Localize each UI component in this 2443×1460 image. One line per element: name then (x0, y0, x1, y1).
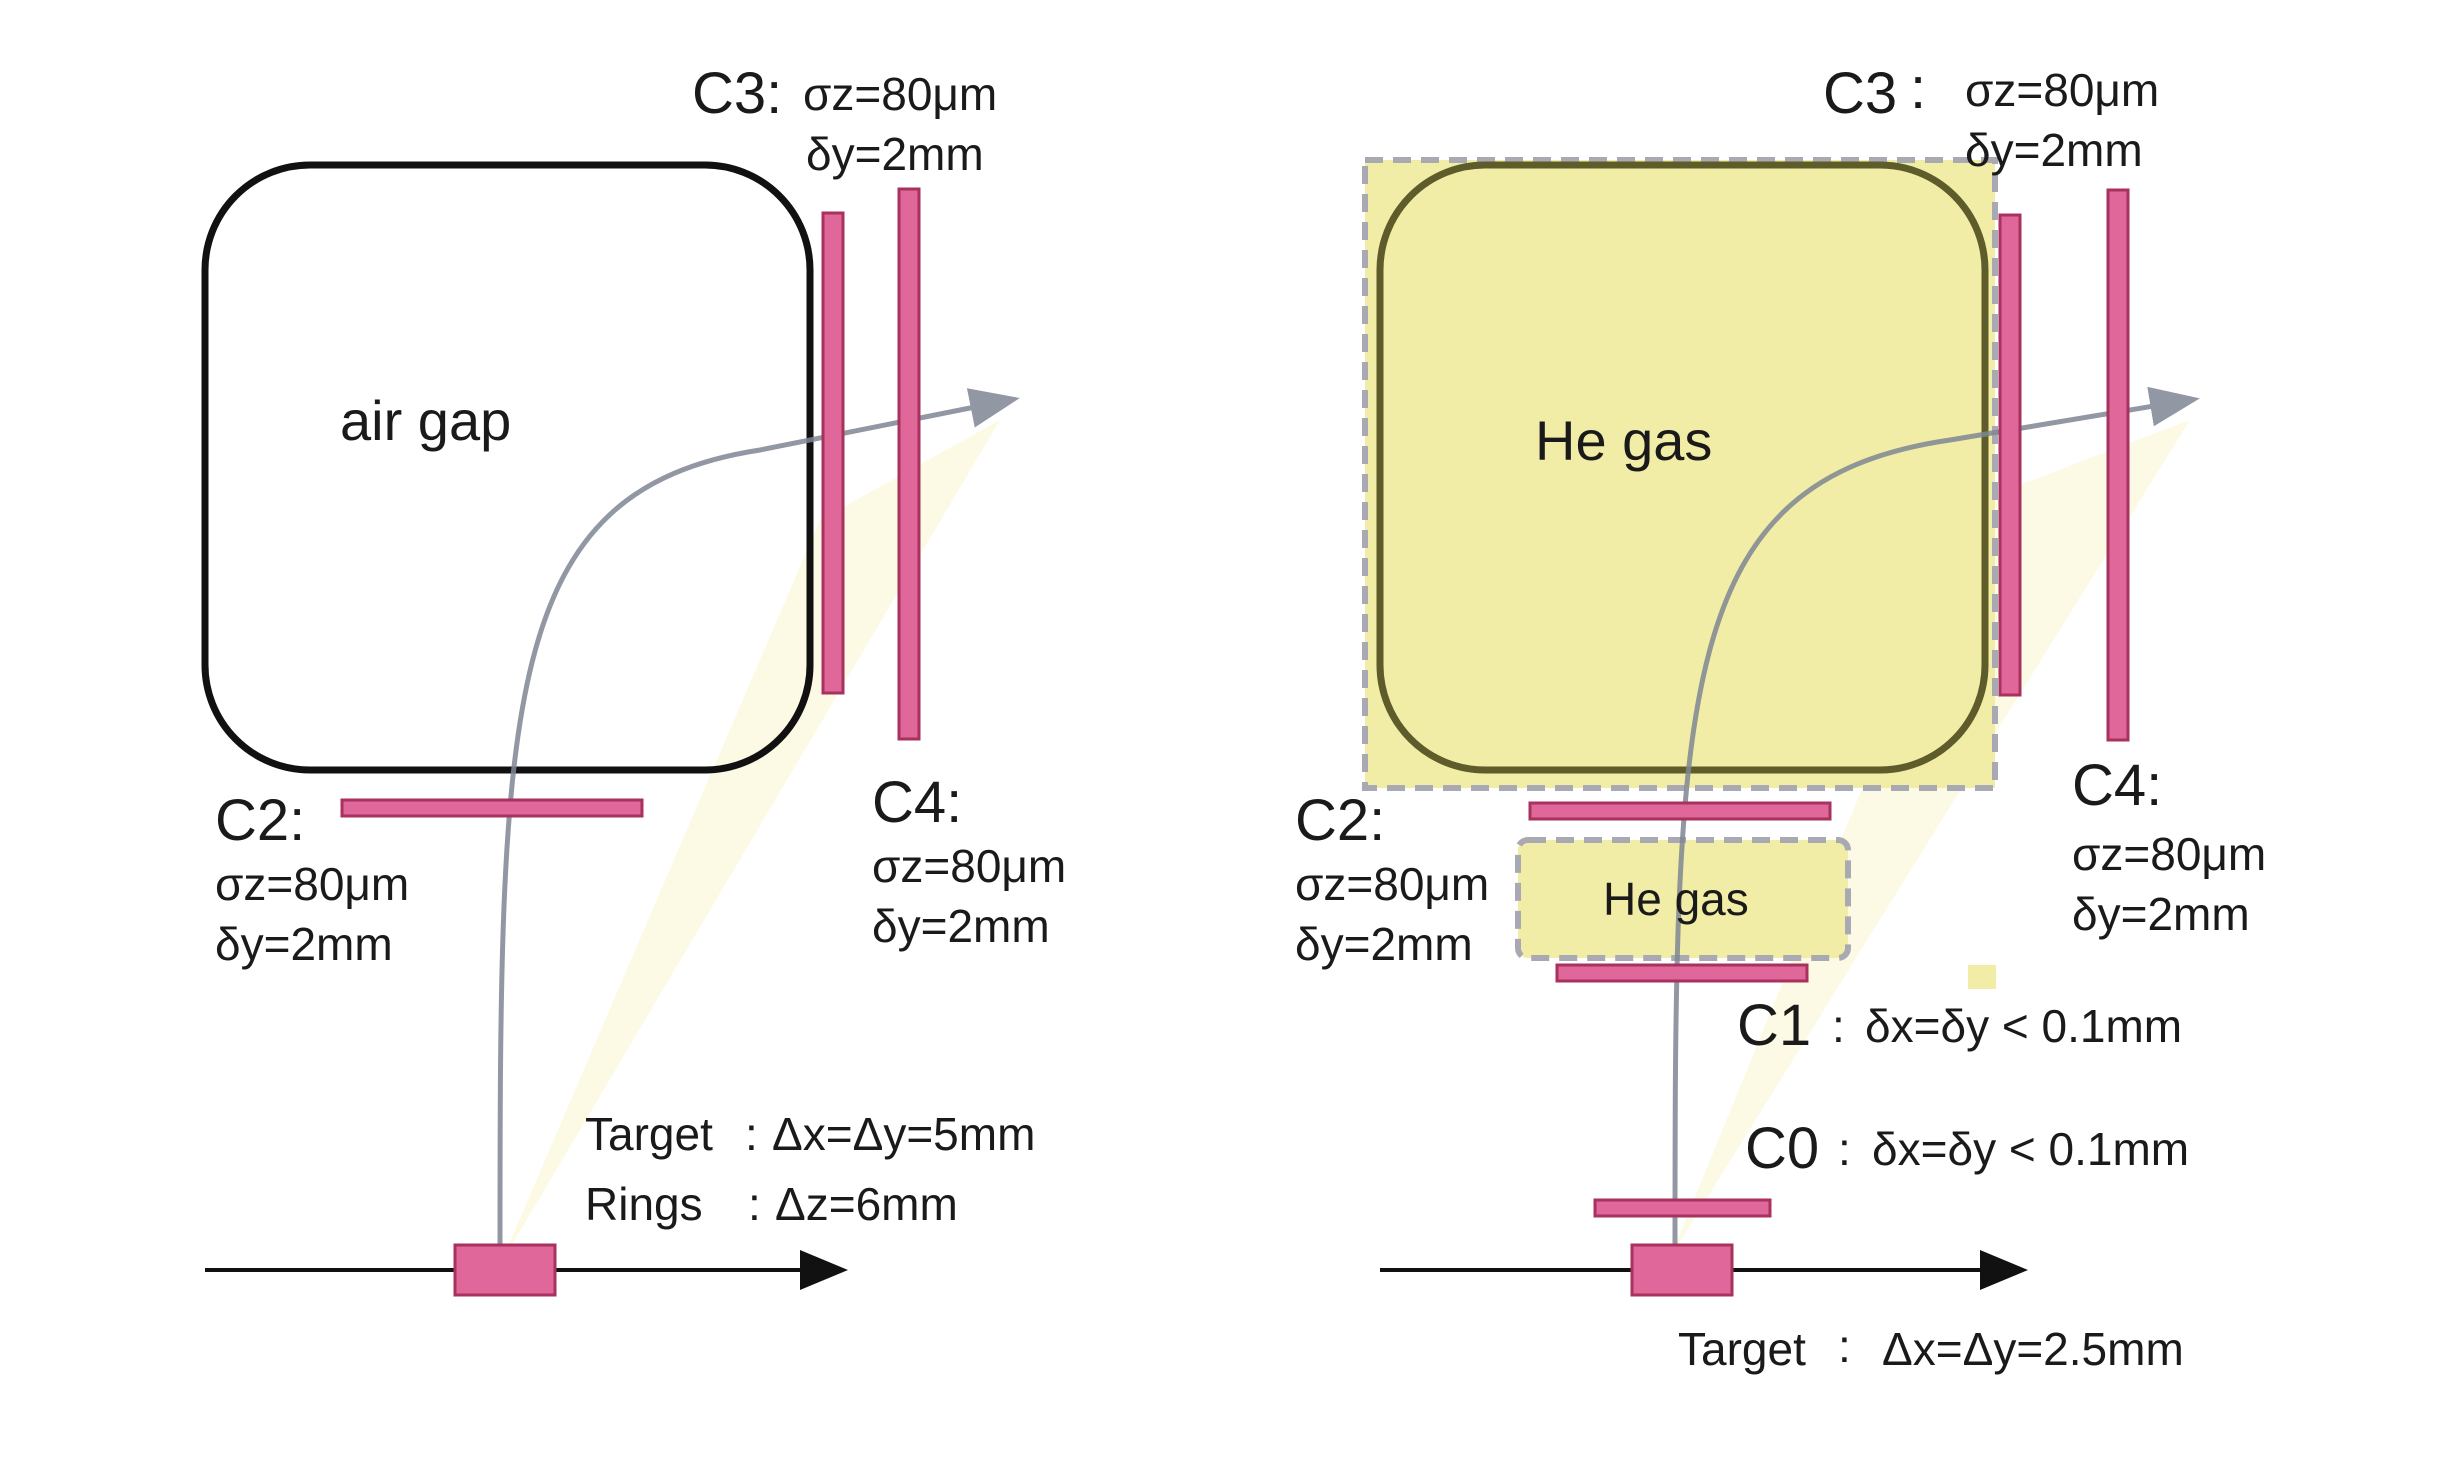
he-gas-legend-swatch (1968, 965, 1996, 989)
left-c4-line2: δy=2mm (872, 900, 1050, 952)
left-rings-value: Δz=6mm (775, 1178, 958, 1230)
right-c3-line2: δy=2mm (1965, 124, 2143, 176)
right-c2-line2: δy=2mm (1295, 918, 1473, 970)
right-c3-name: C3 (1823, 61, 1897, 126)
right-c0-name: C0 (1745, 1116, 1819, 1181)
left-c2-detector (340, 798, 644, 818)
right-region-label: He gas (1535, 409, 1712, 472)
right-c4-line2: δy=2mm (2072, 888, 2250, 940)
right-target-value: Δx=Δy=2.5mm (1882, 1323, 2184, 1375)
left-rings-sep: : (748, 1178, 761, 1230)
right-particle-track (1672, 386, 2200, 1263)
right-track-cone (1670, 420, 2190, 1258)
right-c4-line1: σz=80μm (2072, 828, 2266, 880)
right-c0-detector (1593, 1198, 1772, 1218)
right-c3-detector (1998, 213, 2022, 697)
left-c2-name: C2: (215, 788, 305, 853)
right-panel: He gas He gas C3 : σz=80μm δy=2mm C4: σz… (1295, 56, 2266, 1375)
left-rings-name: Rings (585, 1178, 703, 1230)
right-target (1630, 1243, 1734, 1297)
right-c3-line1: σz=80μm (1965, 64, 2159, 116)
right-c1-detector (1555, 963, 1809, 983)
left-track-cone (500, 420, 1000, 1265)
right-c2-detector (1528, 801, 1832, 821)
left-c4-detector (897, 187, 921, 741)
right-c4-name: C4: (2072, 753, 2162, 818)
left-target-value: Δx=Δy=5mm (772, 1108, 1035, 1160)
left-c2-line2: δy=2mm (215, 918, 393, 970)
left-c2-line1: σz=80μm (215, 858, 409, 910)
right-magnet-frame (1376, 161, 1989, 774)
right-he-gas-region (1362, 157, 1998, 791)
left-target (453, 1243, 557, 1297)
right-c0-value: δx=δy < 0.1mm (1872, 1123, 2189, 1175)
right-c2-name: C2: (1295, 788, 1385, 853)
left-c3-detector (821, 211, 845, 695)
left-c3-name: C3: (692, 61, 782, 126)
right-small-region-label: He gas (1603, 873, 1749, 925)
right-target-sep: : (1838, 1320, 1851, 1372)
right-c0-sep: : (1838, 1123, 1851, 1175)
left-target-name: Target (585, 1108, 713, 1160)
right-target-name: Target (1678, 1323, 1806, 1375)
left-c4-name: C4: (872, 770, 962, 835)
left-c3-line2: δy=2mm (806, 128, 984, 180)
left-magnet-frame (201, 161, 814, 774)
left-panel: air gap C3: σz=80μm δy=2mm C4: σz=80μm δ… (201, 61, 1066, 1297)
right-c3-sep: : (1910, 56, 1926, 121)
right-c1-sep: : (1832, 1000, 1845, 1052)
right-c1-name: C1 (1737, 993, 1811, 1058)
right-c1-value: δx=δy < 0.1mm (1865, 1000, 2182, 1052)
left-target-sep: : (745, 1108, 758, 1160)
right-c2-line1: σz=80μm (1295, 858, 1489, 910)
left-particle-track (497, 388, 1020, 1266)
left-c4-line1: σz=80μm (872, 840, 1066, 892)
left-c3-line1: σz=80μm (803, 68, 997, 120)
right-c4-detector (2106, 188, 2130, 742)
left-region-label: air gap (340, 389, 511, 452)
